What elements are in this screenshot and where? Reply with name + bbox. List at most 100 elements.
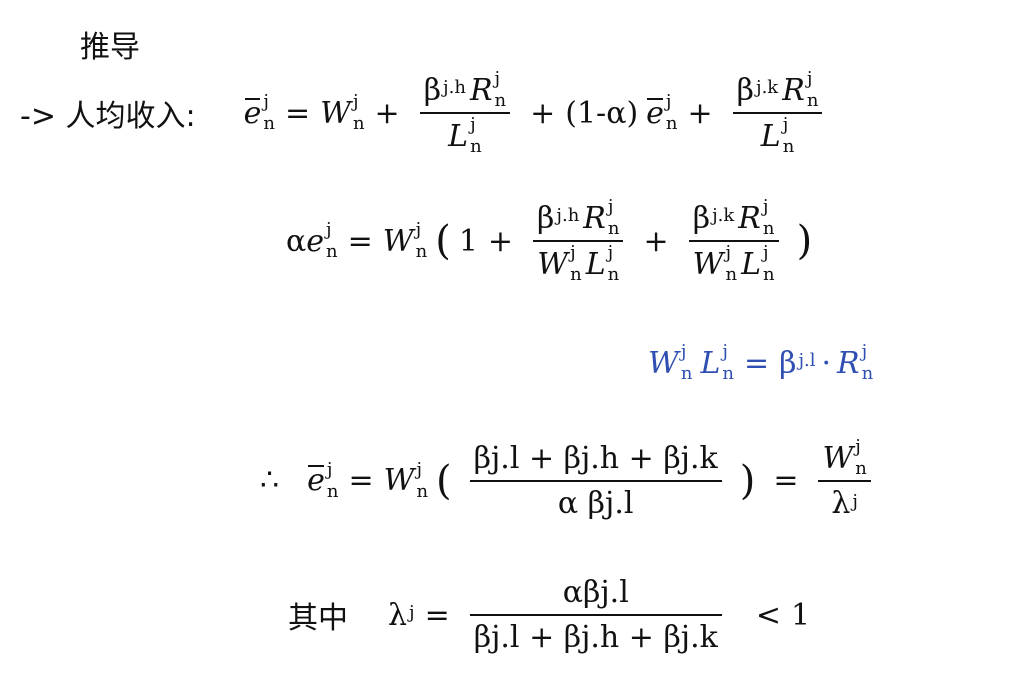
fraction-numerator: βj.l + βj.h + βj.k [473,440,718,476]
w-indices: j n [570,242,582,284]
beta: β [736,72,754,108]
sup-j: j [326,219,332,240]
one: 1 [458,223,478,259]
sup-jk: j.k [712,205,735,226]
plus-sign: + [487,223,514,259]
sub-n: n [416,480,429,502]
l-var: L [448,118,469,154]
w-var: W [320,95,351,131]
fraction-denominator: L j n [757,114,799,156]
w-var: W [382,223,414,259]
w-indices: j n [725,242,737,284]
equation-line-2: α e j n = W j n ( 1 + β j.h R j n W j [286,196,820,285]
left-paren: ( [436,457,452,504]
fraction-lambda-def: αβj.l βj.l + βj.h + βj.k [469,575,722,655]
lambda-sup: j [852,490,858,513]
w-var: W [383,463,415,498]
equals-sign: = [773,463,799,498]
w-var: W [648,345,679,381]
sub-n: n [680,363,693,384]
fraction-denominator: W j n L j n [533,242,623,285]
sup-j: j [722,341,728,362]
equals-sign: = [348,463,374,498]
sup-j: j [852,490,858,512]
sup-j: j [665,91,672,112]
equation-line-3: W j n L j n = β j.l · R j n [648,341,874,384]
sup-j: j [725,242,732,263]
l-var: L [760,118,781,154]
fraction-numerator: β j.h R j n [420,68,510,111]
sup-j: j [570,242,576,263]
fraction-beta-h: β j.h R j n L j n [419,68,511,157]
equals-sign: = [743,345,770,381]
where-label: 其中 [288,601,348,636]
r-var: R [837,345,860,381]
fraction-sum-over-alpha-beta: βj.l + βj.h + βj.k α βj.l [469,440,722,521]
less-than-sign: < [755,597,781,633]
e-bar: e [307,463,325,498]
sub-n: n [494,90,507,111]
sup-j: j [762,196,769,217]
fraction-denominator: λ j [827,486,862,521]
fraction-bar [533,240,624,242]
beta: β [423,72,442,108]
fraction-denominator: W j n L j n [689,242,779,284]
l-indices: j n [763,244,775,284]
fraction-bar [419,112,511,114]
fraction-bar [818,480,871,482]
sup-j: j [806,68,813,89]
r-var: R [738,200,761,236]
l-var: L [700,345,721,381]
w-indices: j n [680,341,693,384]
sup-j: j [782,114,789,135]
r-var: R [469,72,493,108]
sup-j: j [263,91,269,112]
beta: β [537,200,555,236]
r-indices: j n [806,68,819,110]
equals-sign: = [284,95,311,131]
dot: · [821,345,832,381]
derivation-title: 推导 [80,30,140,65]
fraction-numerator: β j.k R j n [733,68,823,110]
sub-n: n [607,218,620,239]
sup-j: j [607,242,614,263]
sup-j: j [680,341,687,362]
sub-n: n [470,136,482,157]
sub-n: n [352,113,365,134]
sub-n: n [861,363,874,384]
w-indices: j n [855,438,867,478]
sup-j: j [494,68,501,89]
beta: β [779,345,797,381]
sup-jk: j.k [756,77,779,98]
fraction-beta-h-over-wl: β j.h R j n W j n L j n [533,198,624,285]
sup-j: j [409,602,415,623]
plus-sign: + [374,95,400,131]
equation-line-5: 其中 λ j = αβj.l βj.l + βj.h + βj.k < 1 [288,575,810,655]
w-indices: j n [416,221,428,261]
sup-j: j [416,458,423,480]
l-indices: j n [722,341,734,383]
r-indices: j n [762,196,775,238]
r-indices: j n [494,68,507,111]
fraction-beta-k-over-wl: β j.k R j n W j n L j n [688,196,779,284]
e-indices: j n [326,458,339,502]
equation-line-4: ∴ e j n = W j n ( βj.l + βj.h + βj.k α β… [260,438,881,521]
sub-n: n [326,241,338,262]
r-indices: j n [607,198,620,239]
sub-n: n [607,264,620,285]
sup-jh: j.h [443,77,466,98]
fraction-numerator: β j.k R j n [689,196,779,238]
sub-n: n [326,480,339,502]
fraction-denominator: α βj.l [557,485,634,521]
e-var: e [306,223,325,259]
sub-n: n [263,113,275,134]
fraction-w-over-lambda: W j n λ j [818,438,871,521]
one: 1 [790,597,811,633]
fraction-bar [732,112,823,114]
e-indices: j n [263,91,275,134]
beta-sup: j.h [556,207,579,227]
w-var: W [822,440,854,476]
sup-j: j [326,458,333,480]
l-indices: j n [607,242,620,285]
l-indices: j n [470,116,482,157]
